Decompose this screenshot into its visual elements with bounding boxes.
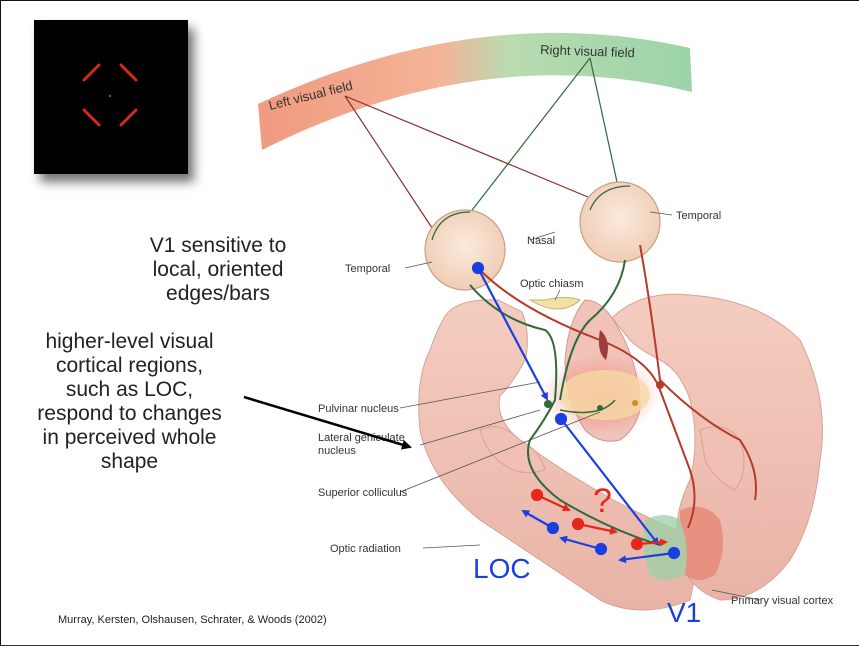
visual-cortex-red [680,507,723,580]
right-lgn-node [656,381,664,389]
citation: Murray, Kersten, Olshausen, Schrater, & … [58,614,327,626]
optic-radiation-label: Optic radiation [330,543,401,555]
lgn-label-line2: nucleus [318,445,356,457]
v1-caption-line: edges/bars [108,282,328,306]
red-arrow-1-dot [532,490,542,500]
v1-label: V1 [667,597,701,628]
nasal-label: Nasal [527,235,555,247]
stimulus-image [34,20,188,174]
arrow-loc2-dot [548,523,558,533]
arrow-v1-dot [669,548,679,558]
higher-caption-line: higher-level visual [0,330,259,354]
v1-caption-line: V1 sensitive to [108,234,328,258]
fixation-point [109,95,111,97]
colliculus-node [632,400,638,406]
primary-visual-cortex-label: Primary visual cortex [731,595,834,607]
optic-chiasm-label: Optic chiasm [520,278,584,290]
higher-caption-line: such as LOC, [0,378,259,402]
higher-caption-line: in perceived whole [0,426,259,450]
right-eye [580,182,660,262]
higher-level-caption: higher-level visual cortical regions, su… [0,330,259,474]
superior-colliculus-label: Superior colliculus [318,487,408,499]
question-mark: ? [593,482,612,520]
arrow-eye-dot [473,263,483,273]
pulvinar-node [597,405,603,411]
arrow-mid-dot [596,544,606,554]
lgn-node [544,400,552,408]
pulvinar-label: Pulvinar nucleus [318,403,399,415]
visual-cortex-green [643,515,686,580]
red-arrow-2-dot [573,519,583,529]
higher-caption-line: shape [0,450,259,474]
higher-caption-line: respond to changes [0,402,259,426]
arrow-lgn-dot [556,414,566,424]
left-eye [425,210,505,290]
temporal-left-label: Temporal [345,263,390,275]
v1-caption-line: local, oriented [108,258,328,282]
red-arrow-3-dot [632,539,642,549]
higher-caption-line: cortical regions, [0,354,259,378]
loc-label: LOC [473,553,531,584]
temporal-right-label: Temporal [676,210,721,222]
